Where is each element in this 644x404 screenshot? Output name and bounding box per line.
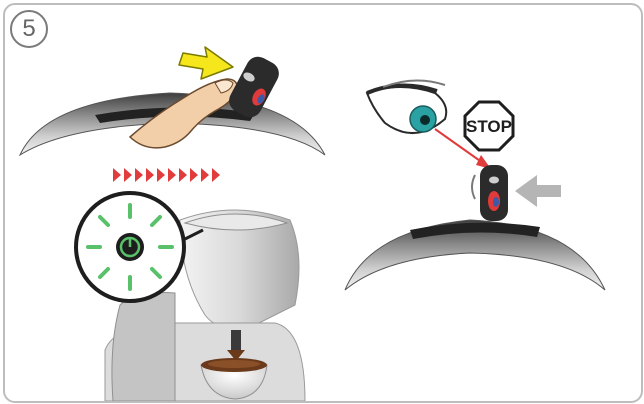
step-number: 5	[22, 17, 35, 41]
stop-sign-icon: STOP	[465, 102, 513, 150]
gray-pointer-arrow	[515, 175, 561, 207]
machine-nozzle	[231, 330, 241, 352]
red-direction-chevrons	[113, 168, 220, 182]
right-lever	[472, 165, 508, 221]
step-number-badge: 5	[10, 10, 48, 48]
power-indicator-icon	[76, 193, 203, 301]
stop-sign-label: STOP	[466, 117, 512, 136]
instruction-panel: 5	[3, 3, 643, 403]
machine-column	[112, 293, 175, 402]
instruction-illustration: STOP	[5, 5, 641, 401]
left-shell-group	[20, 47, 325, 155]
yellow-push-arrow	[179, 47, 233, 79]
eye-icon	[367, 80, 446, 133]
